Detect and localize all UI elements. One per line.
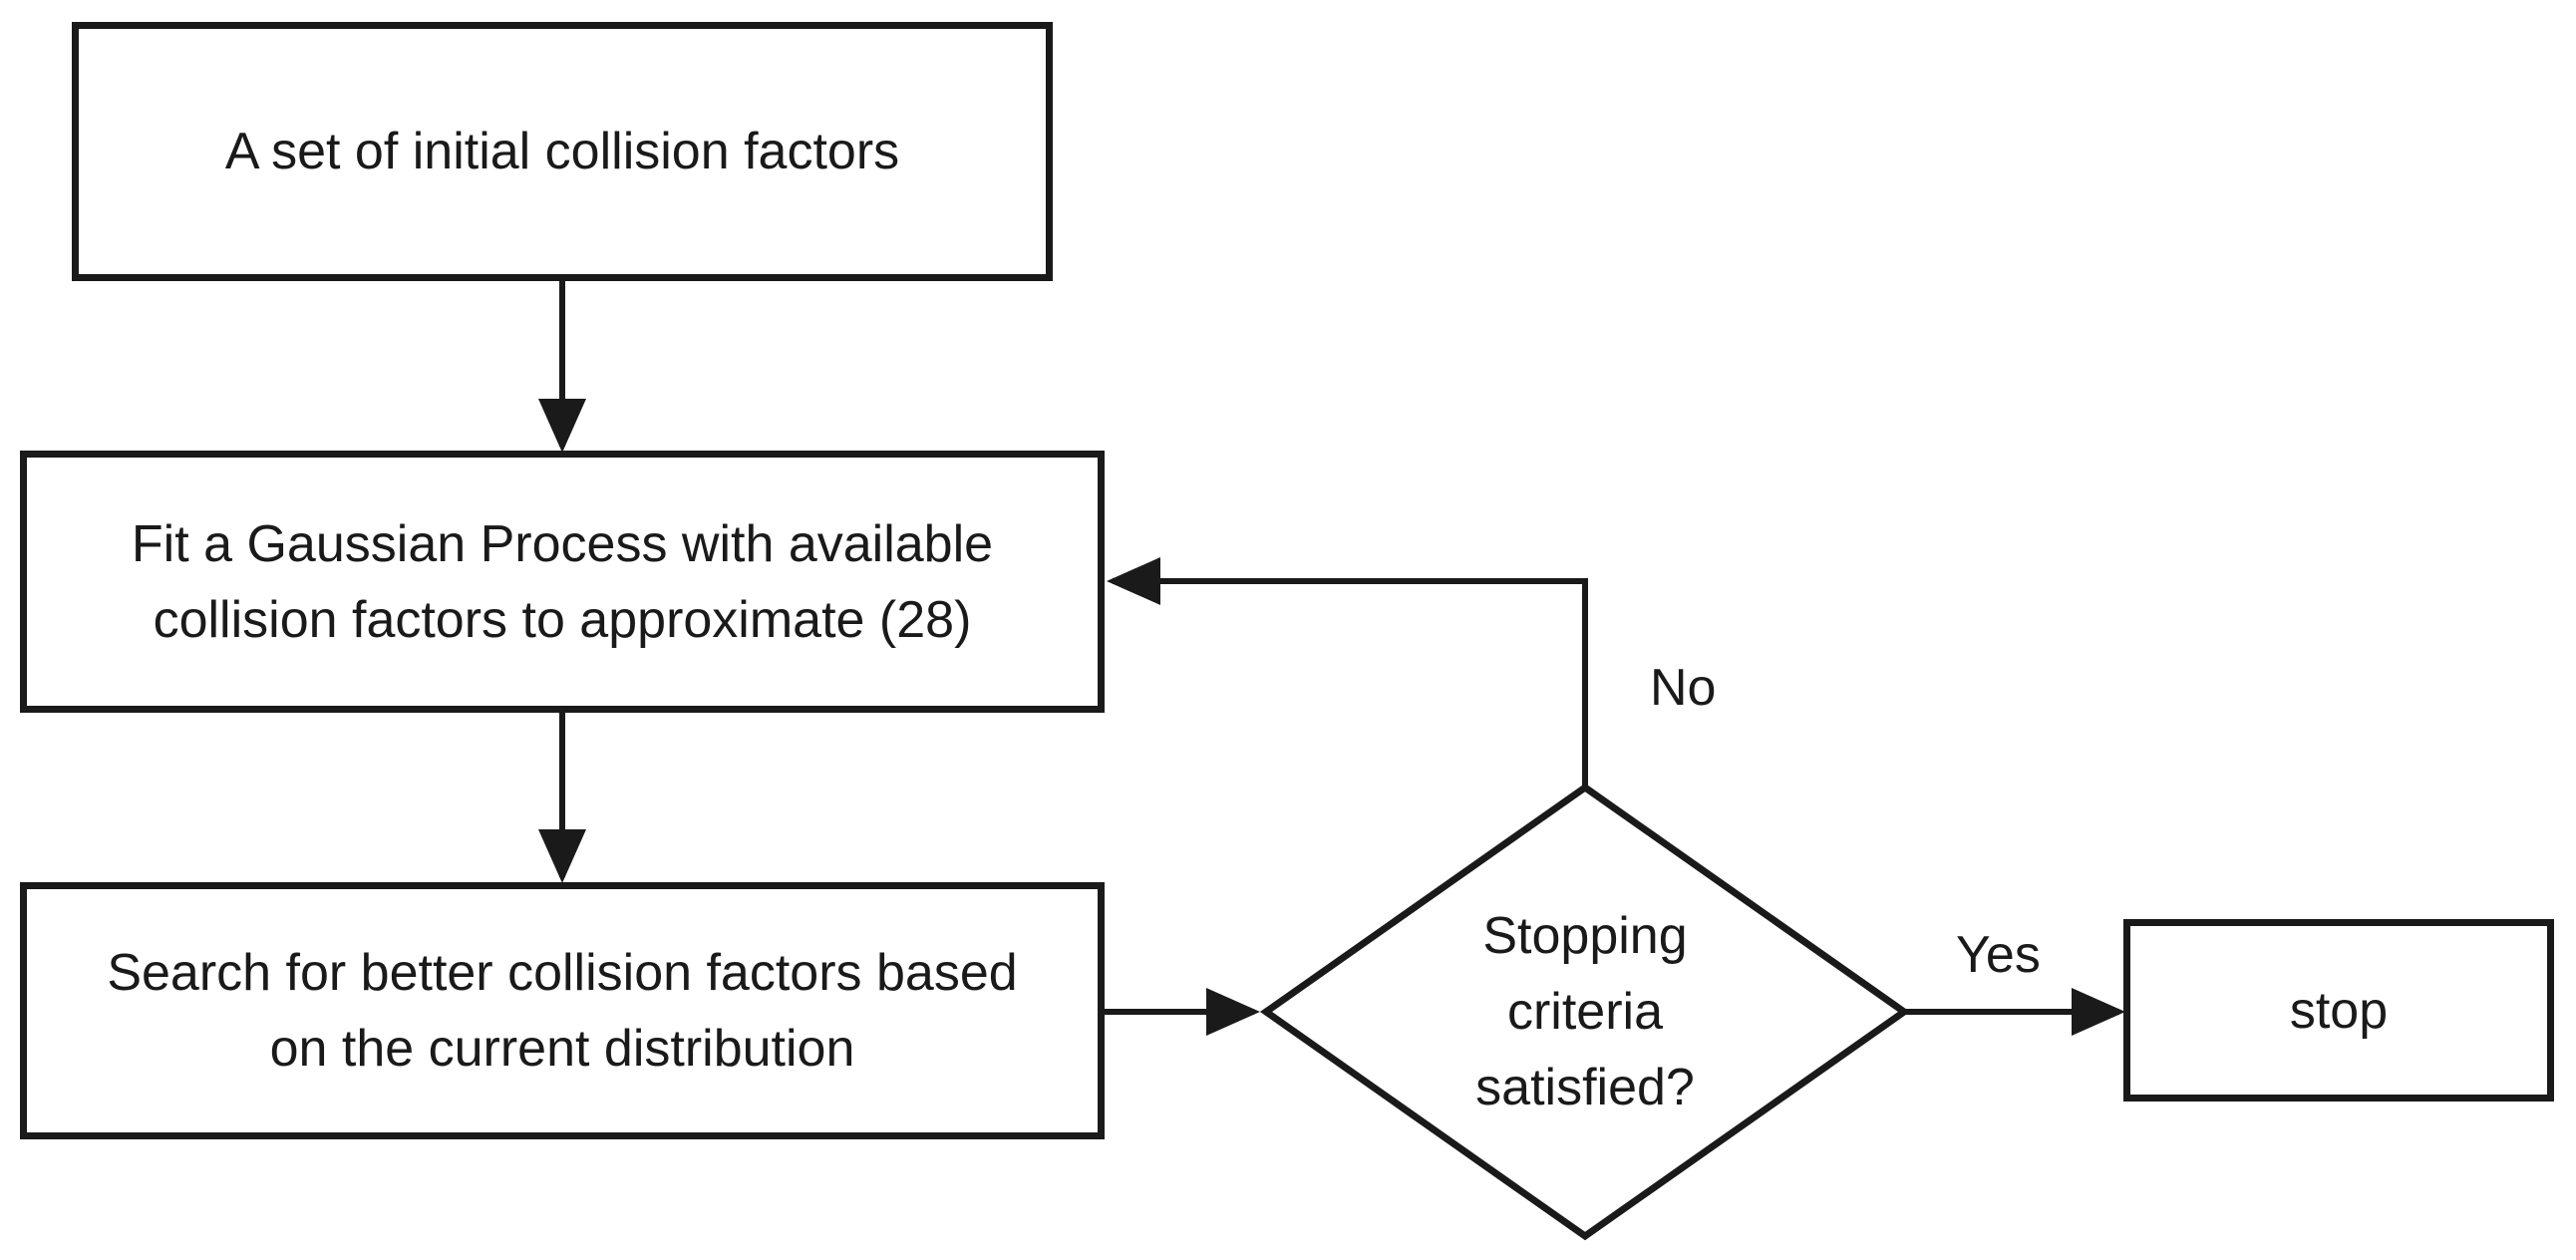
node-search-better-factors-label: Search for better collision factors base… [107,944,1018,1078]
arrow-decision-to-fit-no [1107,557,1588,788]
node-search-better-factors: Search for better collision factors base… [20,882,1105,1139]
decision-diamond [1259,783,1911,1241]
edge-label-yes: Yes [1956,926,2041,984]
node-initial-factors: A set of initial collision factors [72,22,1053,281]
decision-label: Stopping criteria satisfied? [1475,907,1695,1116]
node-fit-gaussian-process-label: Fit a Gaussian Process with available co… [131,514,994,649]
node-fit-gaussian-process: Fit a Gaussian Process with available co… [20,451,1105,713]
node-initial-factors-label: A set of initial collision factors [224,123,900,180]
node-stop: stop [2123,919,2554,1102]
edge-label-no: No [1650,659,1717,717]
node-stop-label: stop [2289,981,2389,1040]
